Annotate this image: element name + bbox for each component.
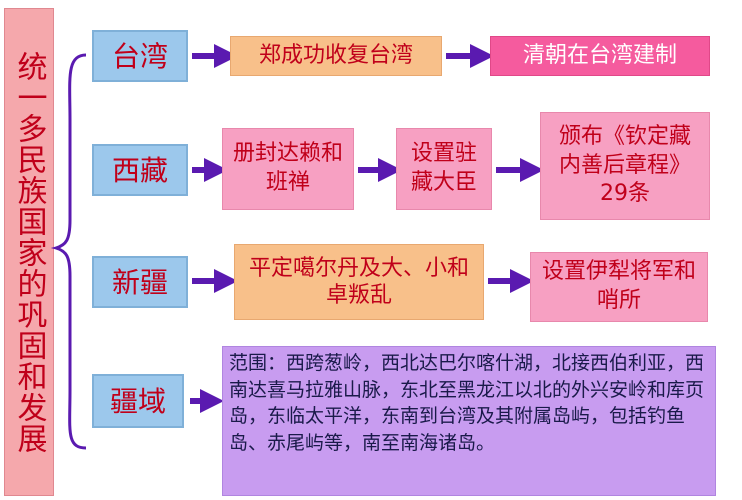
- category-tibet: 西藏: [92, 144, 188, 196]
- taiwan-step-1: 郑成功收复台湾: [230, 36, 442, 76]
- xinjiang-step-1: 平定噶尔丹及大、小和卓叛乱: [234, 244, 484, 320]
- tibet-step-3: 颁布《钦定藏内善后章程》29条: [540, 112, 710, 220]
- curly-brace: [50, 53, 87, 450]
- category-territory: 疆域: [92, 374, 184, 428]
- taiwan-step-2: 清朝在台湾建制: [490, 36, 710, 76]
- page-title: 统一多民族国家的巩固和发展: [4, 8, 54, 496]
- tibet-step-1: 册封达赖和班禅: [222, 128, 354, 210]
- tibet-step-2: 设置驻藏大臣: [396, 128, 492, 210]
- category-taiwan: 台湾: [92, 30, 188, 82]
- category-xinjiang: 新疆: [92, 256, 188, 308]
- territory-description: 范围：西跨葱岭，西北达巴尔喀什湖，北接西伯利亚，西南达喜马拉雅山脉，东北至黑龙江…: [222, 346, 716, 496]
- xinjiang-step-2: 设置伊犁将军和哨所: [530, 252, 708, 322]
